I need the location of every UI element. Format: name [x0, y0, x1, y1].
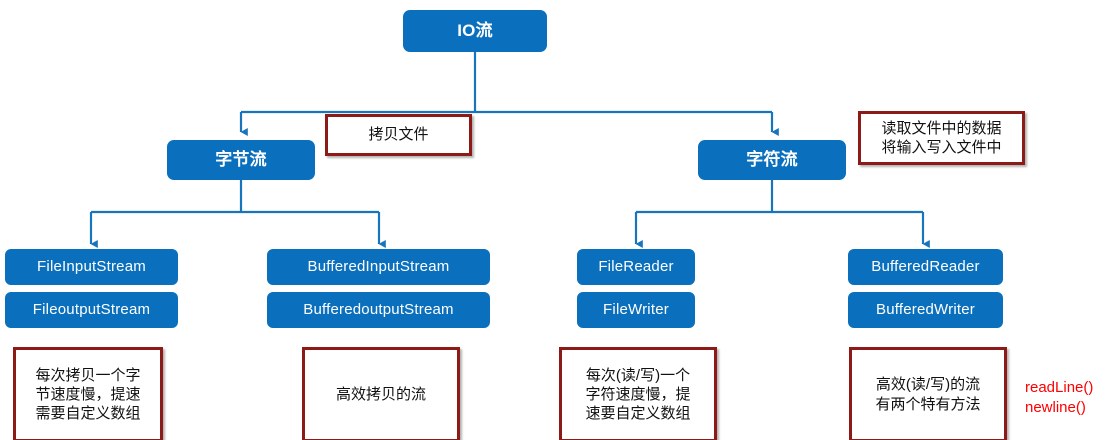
node-label: BufferedWriter — [876, 300, 975, 318]
note-efficient-copy-stream: 高效拷贝的流 — [302, 347, 460, 440]
note-byte-copy-slow: 每次拷贝一个字 节速度慢，提速 需要自定义数组 — [13, 347, 163, 440]
note-efficient-read-write-stream: 高效(读/写)的流 有两个特有方法 — [849, 347, 1007, 440]
note-text: 读取文件中的数据 将输入写入文件中 — [881, 119, 1002, 156]
node-label: FileWriter — [603, 300, 669, 318]
note-text: 高效(读/写)的流 有两个特有方法 — [875, 376, 981, 413]
node-label: BufferedReader — [871, 257, 980, 275]
note-text: 高效拷贝的流 — [335, 385, 426, 403]
node-label: 字符流 — [746, 149, 798, 169]
node-buffered-output-stream[interactable]: BufferedoutputStream — [267, 292, 490, 328]
note-char-read-write-slow: 每次(读/写)一个 字符速度慢，提 速要自定义数组 — [559, 347, 717, 440]
node-label: FileInputStream — [37, 257, 146, 275]
note-text: 每次(读/写)一个 字符速度慢，提 速要自定义数组 — [585, 366, 691, 423]
note-text: 每次拷贝一个字 节速度慢，提速 需要自定义数组 — [35, 366, 141, 423]
node-file-output-stream[interactable]: FileoutputStream — [5, 292, 178, 328]
node-label: BufferedoutputStream — [303, 300, 454, 318]
node-label: FileoutputStream — [32, 300, 151, 318]
node-file-input-stream[interactable]: FileInputStream — [5, 249, 178, 285]
note-read-write-file: 读取文件中的数据 将输入写入文件中 — [858, 111, 1025, 165]
node-label: 字节流 — [215, 149, 267, 169]
node-label: FileReader — [598, 257, 674, 275]
node-byte-stream[interactable]: 字节流 — [167, 140, 315, 180]
node-file-writer[interactable]: FileWriter — [577, 292, 695, 328]
note-copy-file: 拷贝文件 — [325, 114, 472, 156]
node-label: BufferedInputStream — [307, 257, 450, 275]
note-text: 拷贝文件 — [368, 126, 429, 144]
node-buffered-input-stream[interactable]: BufferedInputStream — [267, 249, 490, 285]
node-buffered-reader[interactable]: BufferedReader — [848, 249, 1003, 285]
node-file-reader[interactable]: FileReader — [577, 249, 695, 285]
node-io-stream-root[interactable]: IO流 — [403, 10, 547, 52]
node-buffered-writer[interactable]: BufferedWriter — [848, 292, 1003, 328]
annotation-buffered-reader-methods: readLine() newline() — [1025, 379, 1094, 417]
node-character-stream[interactable]: 字符流 — [698, 140, 846, 180]
node-label: IO流 — [457, 20, 493, 40]
